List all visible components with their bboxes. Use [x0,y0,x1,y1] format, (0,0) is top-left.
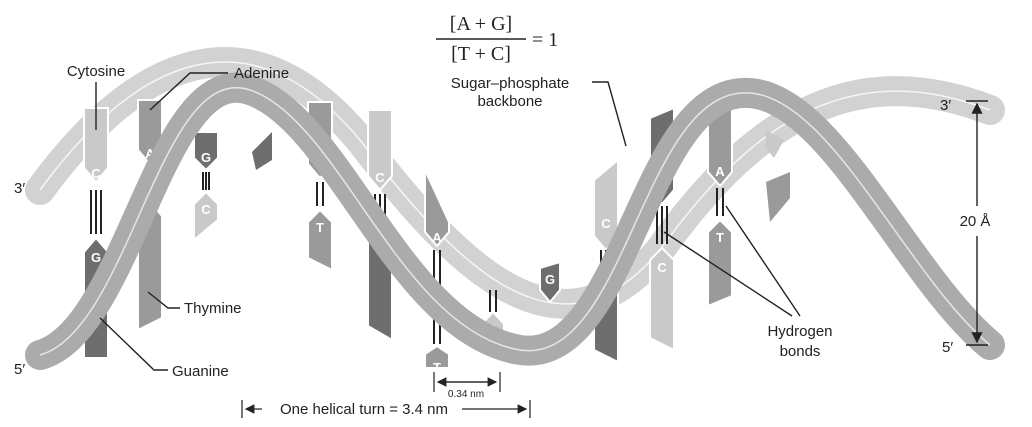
base-pair-3: G C [193,131,219,243]
chargaff-formula: [A + G] [T + C] = 1 [436,13,558,65]
base-fragment [252,132,272,170]
leader-hbond-1 [663,231,793,317]
base-letter: C [201,202,211,217]
label-width: 20 Å [960,213,991,230]
base-letter: T [433,360,441,375]
leader-thymine [147,291,180,309]
label-backbone-2: backbone [477,93,542,110]
leader-hbond-2 [725,205,801,317]
base-letter: C [657,260,667,275]
base-letter: C [91,166,101,181]
base-fragment [766,130,784,158]
rise-dimension: 0.34 nm [433,372,501,400]
leader-adenine [149,72,228,111]
base-letter: C [601,216,611,231]
label-hydrogen-2: bonds [780,343,821,360]
label-3prime-left: 3′ [14,180,25,197]
front-strand-edge [39,86,991,356]
base-pair-11: A T [707,98,733,308]
base-fragment [766,172,790,222]
turn-dimension: One helical turn = 3.4 nm [241,400,531,418]
base-letter: G [91,250,101,265]
label-backbone-1: Sugar–phosphate [451,75,569,92]
label-5prime-right: 5′ [942,339,953,356]
leader-guanine [99,317,168,371]
label-3prime-right: 3′ [940,97,951,114]
label-rise: 0.34 nm [448,389,484,400]
base-letter: A [145,146,155,161]
label-thymine: Thymine [184,300,242,317]
base-pair-8: G [539,260,561,304]
base-letter: C [375,170,385,185]
width-dimension: 20 Å [960,100,991,346]
base-pair-6: A T [424,169,450,375]
base-letter: A [715,164,725,179]
label-adenine: Adenine [234,65,289,82]
label-turn: One helical turn = 3.4 nm [280,401,448,418]
base-letter: T [716,230,724,245]
label-5prime-left: 5′ [14,361,25,378]
base-letter: A [432,230,442,245]
label-cytosine: Cytosine [67,63,125,80]
base-letter: G [201,150,211,165]
base-letter: G [545,272,555,287]
label-hydrogen-1: Hydrogen [767,323,832,340]
formula-denominator: [T + C] [451,43,511,65]
leader-backbone [592,81,627,147]
base-letter: T [316,220,324,235]
formula-equals: = 1 [532,29,558,51]
label-guanine: Guanine [172,363,229,380]
formula-numerator: [A + G] [450,13,512,35]
